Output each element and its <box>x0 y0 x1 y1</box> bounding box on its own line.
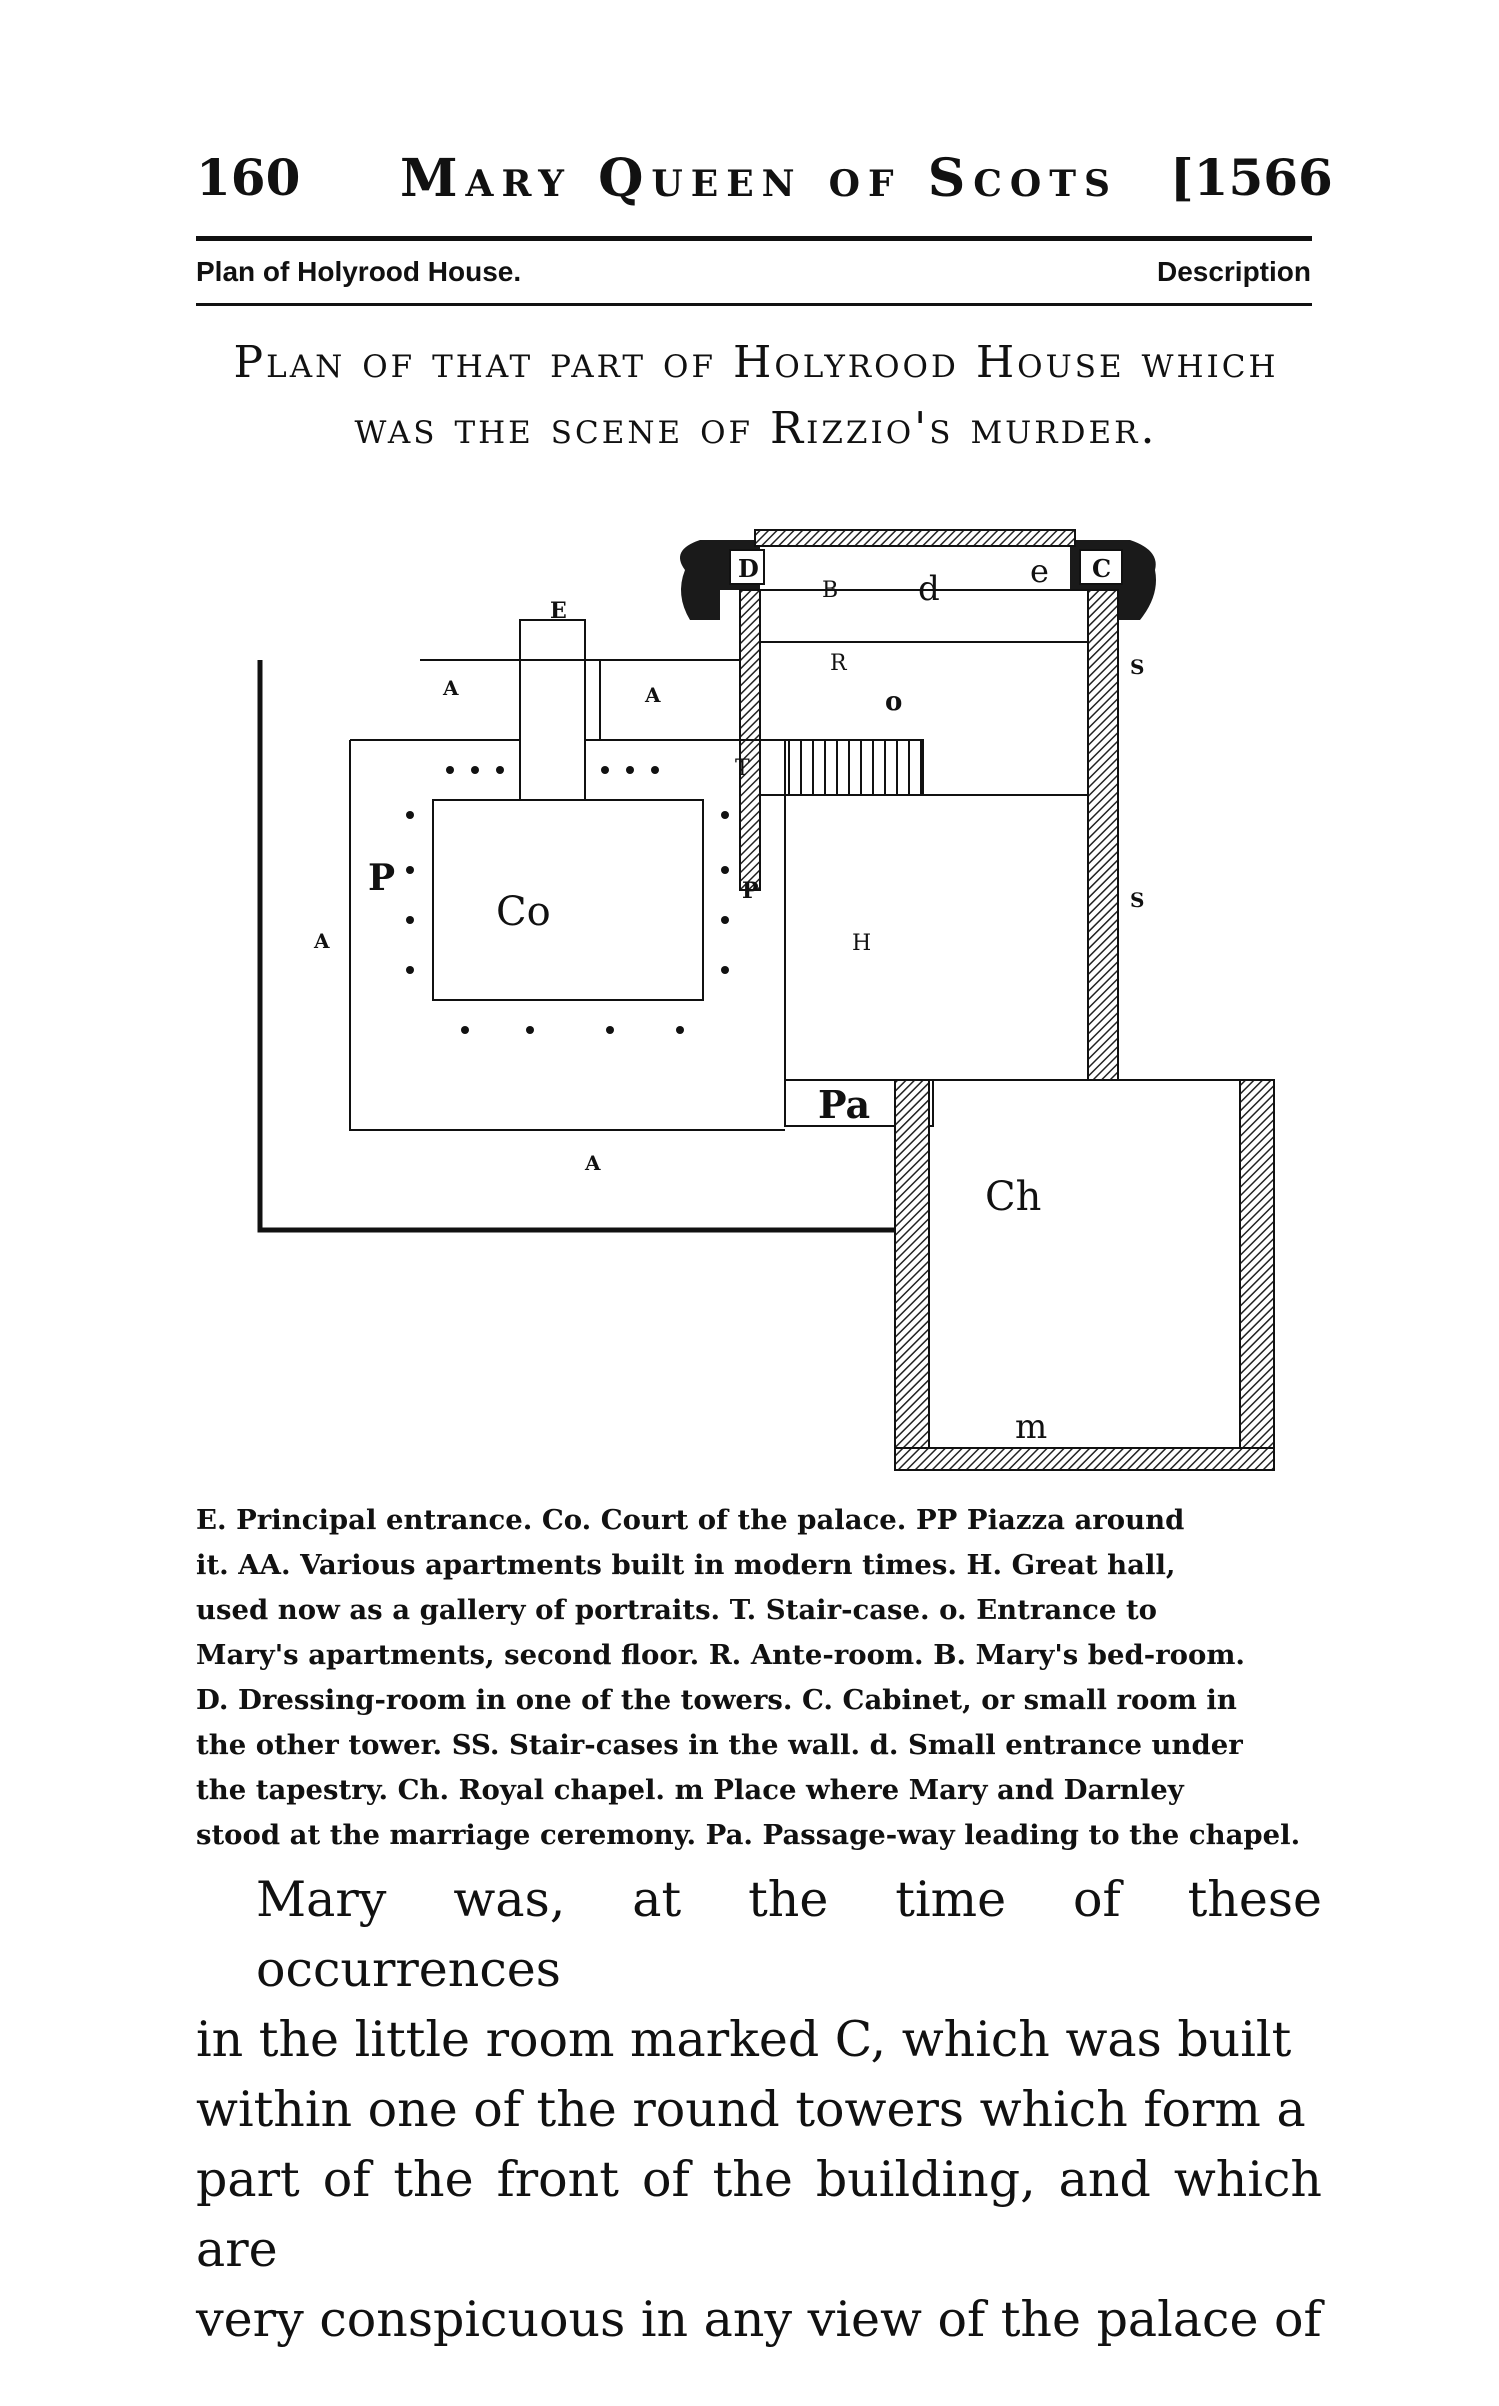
label-ch: Ch <box>985 1174 1041 1220</box>
label-c-room: C <box>1092 554 1111 583</box>
label-co: Co <box>496 889 551 935</box>
label-e-entrance: E <box>550 598 567 624</box>
label-p-right: P <box>742 878 759 904</box>
modern-apartments-right <box>599 659 741 741</box>
label-d-entrance: d <box>918 569 940 609</box>
plan-caption: E. Principal entrance. Co. Court of the … <box>196 1498 1322 1858</box>
subheader-rule <box>196 303 1312 306</box>
room-c-box <box>1079 549 1123 585</box>
label-p-left: P <box>368 857 395 899</box>
caption-line: Mary's apartments, second floor. R. Ante… <box>196 1639 1246 1671</box>
piazza-outline <box>350 619 785 741</box>
caption-line: E. Principal entrance. Co. Court of the … <box>196 1504 1185 1536</box>
label-a-upper-right: A <box>644 683 661 707</box>
chapel-wall-right <box>1239 1079 1275 1471</box>
wall-right-wing <box>1087 589 1119 1081</box>
passage <box>784 1079 934 1127</box>
header-rule <box>196 236 1312 241</box>
label-t: T <box>735 756 750 781</box>
running-title: Mary Queen of Scots <box>400 148 1119 209</box>
body-line: very conspicuous in any view of the pala… <box>196 2291 1322 2348</box>
body-line: in the little room marked C, which was b… <box>196 2011 1292 2068</box>
caption-line: it. AA. Various apartments built in mode… <box>196 1549 1176 1581</box>
chapel-wall-bottom <box>894 1447 1275 1471</box>
inner-block <box>349 740 785 1131</box>
label-b: B <box>822 578 838 603</box>
great-hall <box>784 794 1089 1081</box>
caption-line: stood at the marriage ceremony. Pa. Pass… <box>196 1819 1301 1851</box>
tower-top-bar <box>754 529 1076 547</box>
court <box>432 799 704 1001</box>
caption-line: D. Dressing-room in one of the towers. C… <box>196 1684 1237 1716</box>
caption-line: the other tower. SS. Stair-cases in the … <box>196 1729 1243 1761</box>
year: [1566 <box>1170 148 1333 207</box>
label-m: m <box>1015 1407 1047 1447</box>
floor-plan: D C e d B E R o S S T A A A A P P Co H P… <box>257 529 1275 1471</box>
court-entrance <box>519 620 586 800</box>
label-a-bottom: A <box>584 1151 601 1175</box>
label-s-lower: S <box>1130 888 1144 912</box>
plan-title-line-2: was the scene of Rizzio's murder. <box>354 403 1158 454</box>
room-d-box <box>729 549 765 585</box>
chapel-wall-left <box>894 1079 930 1471</box>
caption-line: the tapestry. Ch. Royal chapel. m Place … <box>196 1774 1184 1806</box>
label-r: R <box>830 651 848 676</box>
label-h: H <box>852 931 871 956</box>
outer-boundary <box>257 660 895 1233</box>
side-heading-left: Plan of Holyrood House. <box>196 256 522 287</box>
body-line: within one of the round towers which for… <box>196 2081 1306 2138</box>
label-s-upper: S <box>1130 655 1144 679</box>
label-d-room: D <box>738 554 759 583</box>
piazza-pillars <box>406 766 729 1034</box>
label-pa: Pa <box>818 1082 870 1127</box>
body-line: Mary was, at the time of these occurrenc… <box>256 1871 1322 1998</box>
caption-line: used now as a gallery of portraits. T. S… <box>196 1594 1158 1626</box>
label-e: e <box>1030 552 1049 590</box>
body-paragraph: Mary was, at the time of these occurrenc… <box>196 1865 1322 2355</box>
body-line: part of the front of the building, and w… <box>196 2151 1322 2278</box>
side-heading-right: Description <box>1156 256 1311 287</box>
label-o: o <box>885 687 902 717</box>
staircase-t <box>784 739 924 796</box>
label-a-left: A <box>313 929 330 953</box>
label-a-upper-left: A <box>442 676 459 700</box>
plan-title: Plan of that part of Holyrood House whic… <box>196 330 1316 462</box>
page-number: 160 <box>196 148 301 207</box>
plan-title-line-1: Plan of that part of Holyrood House whic… <box>233 337 1279 388</box>
